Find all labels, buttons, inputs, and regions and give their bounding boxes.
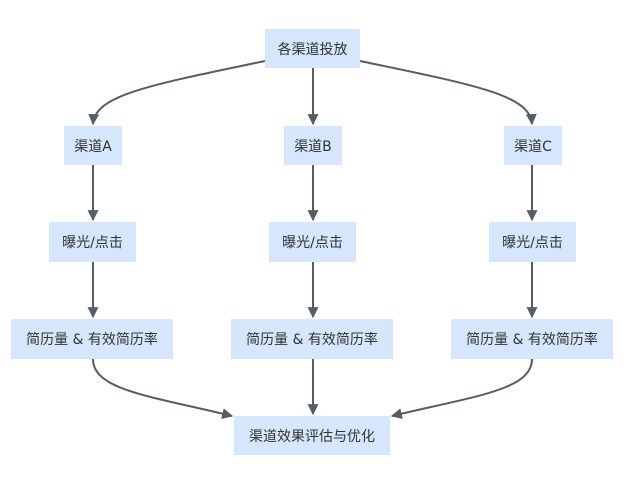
node-resume-volume-a: 简历量 & 有效简历率	[11, 319, 173, 359]
edge-start-to-channel-c	[359, 60, 537, 126]
node-channel-c: 渠道C	[504, 126, 562, 165]
node-exposure-click-a: 曝光/点击	[49, 222, 136, 262]
node-resume-volume-c: 简历量 & 有效简历率	[451, 319, 613, 359]
node-channel-a: 渠道A	[64, 126, 122, 165]
edge-resumes-c-to-evaluation	[390, 358, 533, 420]
node-exposure-click-b: 曝光/点击	[269, 222, 356, 262]
node-channel-launch: 各渠道投放	[265, 29, 360, 68]
node-evaluation-optimization: 渠道效果评估与优化	[234, 416, 390, 455]
node-exposure-click-c: 曝光/点击	[489, 222, 576, 262]
edge-resumes-a-to-evaluation	[92, 358, 234, 419]
node-resume-volume-b: 简历量 & 有效简历率	[231, 319, 393, 359]
edge-start-to-channel-a	[88, 60, 266, 126]
node-channel-b: 渠道B	[284, 126, 342, 165]
